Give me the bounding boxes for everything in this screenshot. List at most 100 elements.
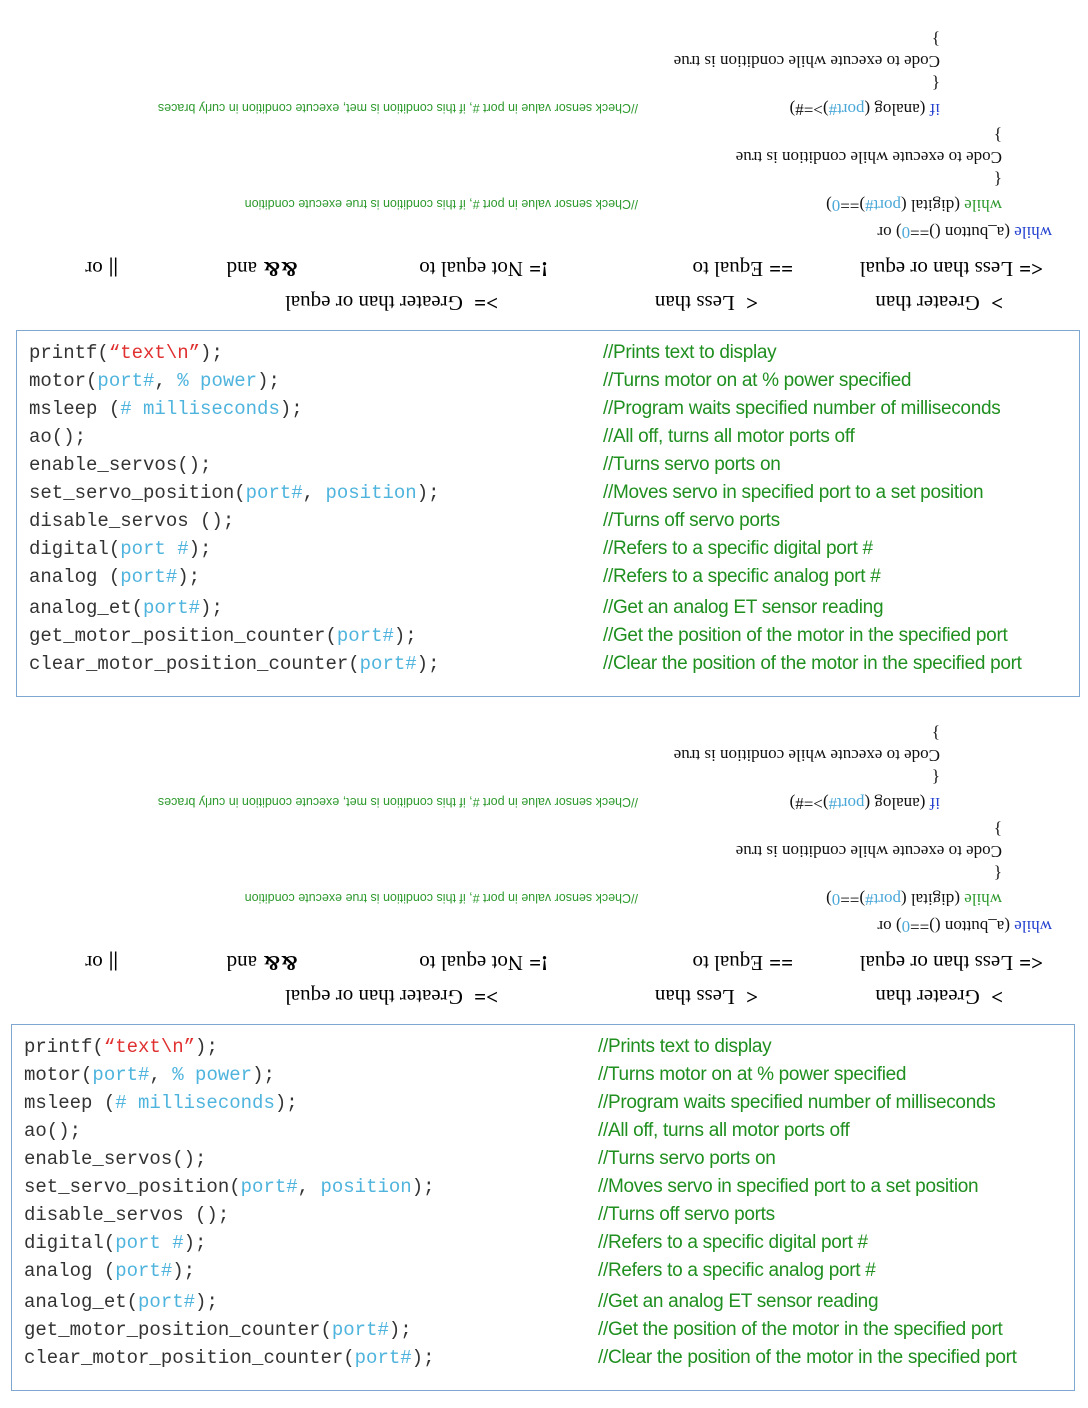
operator-4: ||or [85, 256, 118, 281]
operator-label: Less than [654, 291, 735, 315]
code-token: port# [240, 1176, 298, 1198]
code-token: analog_et( [24, 1291, 139, 1313]
operator-label: Equal to [692, 257, 764, 281]
while-arg: port# [865, 196, 901, 215]
code-token: ao(); [29, 426, 87, 448]
code-token: , [302, 482, 326, 504]
reference-comment: //Refers to a specific analog port # [598, 1260, 876, 1281]
while-arg: port# [865, 890, 901, 909]
operator-symbol: > [991, 291, 1003, 315]
operator-symbol: && [263, 257, 298, 281]
reference-card: > Greater than< Less than>= Greater than… [0, 0, 1088, 697]
reference-comment: //Turns off servo ports [603, 510, 780, 531]
code-token: position [325, 482, 417, 504]
operator-label: Greater than or equal [284, 985, 463, 1009]
code-token: ); [200, 342, 223, 364]
while-comment: //Check sensor value in port #, if this … [244, 197, 638, 211]
reference-code: digital(port #); [24, 1229, 206, 1257]
while-digital-line: while (digital (port#)==0) [826, 195, 1002, 215]
operator-1: < Less than [655, 984, 758, 1009]
operator-2: >= Greater than or equal [285, 984, 498, 1009]
operator-1: ==Equal to [692, 256, 793, 281]
reference-comment: //Turns motor on at % power specified [603, 370, 912, 391]
code-token: analog ( [29, 566, 121, 588]
operator-symbol: != [529, 951, 548, 975]
reference-row: clear_motor_position_counter(port#); //Cl… [17, 650, 1081, 678]
if-arg: port# [828, 100, 865, 119]
operator-symbol: >= [474, 985, 498, 1009]
reference-comment: //Program waits specified number of mill… [598, 1092, 996, 1113]
reference-code: clear_motor_position_counter(port#); [29, 650, 439, 678]
operator-2: !=Not equal to [419, 950, 548, 975]
code-token: printf( [29, 342, 109, 364]
code-token: port# [138, 1291, 196, 1313]
reference-code: msleep (# milliseconds); [24, 1089, 298, 1117]
code-token: motor( [24, 1064, 93, 1086]
reference-code: set_servo_position(port#, position); [24, 1173, 435, 1201]
if-arg: port# [828, 794, 865, 813]
upside-down-code-section: > Greater than< Less than>= Greater than… [0, 0, 1088, 325]
open-brace: { [931, 768, 940, 787]
code-token: analog_et( [29, 597, 144, 619]
code-token: “text\n” [103, 1036, 196, 1058]
code-token: analog ( [24, 1260, 116, 1282]
while-number: 0 [831, 196, 841, 215]
reference-row: printf(“text\n”);//Prints text to displa… [17, 339, 1081, 367]
reference-comment: //All off, turns all motor ports off [598, 1120, 850, 1141]
code-token: ); [257, 370, 280, 392]
if-line: if (analog (port#)>=#) [790, 793, 940, 813]
code-token: # milliseconds [115, 1092, 275, 1114]
code-token: port# [97, 370, 155, 392]
operator-label: Less than or equal [859, 257, 1014, 281]
operator-1: < Less than [655, 290, 758, 315]
while-or: ) or [877, 917, 902, 936]
reference-row: digital(port #);//Refers to a specific d… [12, 1229, 1076, 1257]
code-token: get_motor_position_counter( [29, 625, 337, 647]
code-token: ); [177, 566, 201, 588]
while-condition: (a_button ()== [910, 223, 1015, 242]
code-token: port# [359, 653, 417, 675]
reference-row: enable_servos();//Turns servo ports on [12, 1145, 1076, 1173]
reference-comment: //Clear the position of the motor in the… [603, 653, 1022, 674]
operator-label: Not equal to [419, 951, 524, 975]
code-token: ); [416, 482, 440, 504]
operator-0: <=Less than or equal [860, 256, 1043, 281]
code-token: ); [416, 653, 440, 675]
operator-symbol: || [108, 257, 118, 281]
reference-comment: //Get the position of the motor in the s… [598, 1319, 1003, 1340]
code-token: ); [279, 398, 303, 420]
operator-0: > Greater than [875, 984, 1003, 1009]
operator-symbol: < [746, 291, 758, 315]
while-number: 0 [901, 223, 911, 242]
reference-code: ao(); [24, 1117, 81, 1145]
operator-label: Not equal to [419, 257, 524, 281]
reference-code: motor(port#, % power); [24, 1061, 275, 1089]
code-token: port# [354, 1347, 412, 1369]
code-token: set_servo_position( [24, 1176, 241, 1198]
upside-down-code-section: > Greater than < Less than >= Greater than… [0, 694, 1088, 1019]
operator-4: ||or [85, 950, 118, 975]
code-token: disable_servos (); [29, 510, 235, 532]
operator-2: !=Not equal to [419, 256, 548, 281]
code-token: printf( [24, 1036, 104, 1058]
code-token: , [149, 1064, 173, 1086]
code-token: % power [172, 1064, 253, 1086]
while-keyword: while [1014, 917, 1052, 936]
operator-3: &&and [227, 256, 298, 281]
reference-row: ao();//All off, turns all motor ports of… [17, 423, 1081, 451]
operators-row-1: > Greater than< Less than>= Greater than… [48, 285, 1048, 315]
reference-comment: //Moves servo in specified port to a set… [598, 1176, 979, 1197]
reference-code: enable_servos(); [24, 1145, 206, 1173]
reference-code: digital(port #); [29, 535, 211, 563]
if-condition: )>=#) [789, 794, 829, 813]
reference-card: > Greater than < Less than >= Greater than… [0, 694, 1088, 1391]
while-button-line: while (a_button ()==0) or [877, 916, 1052, 936]
if-condition: (analog ( [864, 100, 930, 119]
function-reference-box: printf(“text\n”);//Prints text to displa… [16, 330, 1080, 697]
operator-symbol: < [746, 985, 758, 1009]
while-condition: (a_button ()== [910, 917, 1015, 936]
operator-label: or [85, 257, 103, 281]
operator-label: Greater than [875, 985, 980, 1009]
if-comment: //Check sensor value in port #, if this … [157, 101, 638, 115]
code-token: port# [143, 597, 201, 619]
